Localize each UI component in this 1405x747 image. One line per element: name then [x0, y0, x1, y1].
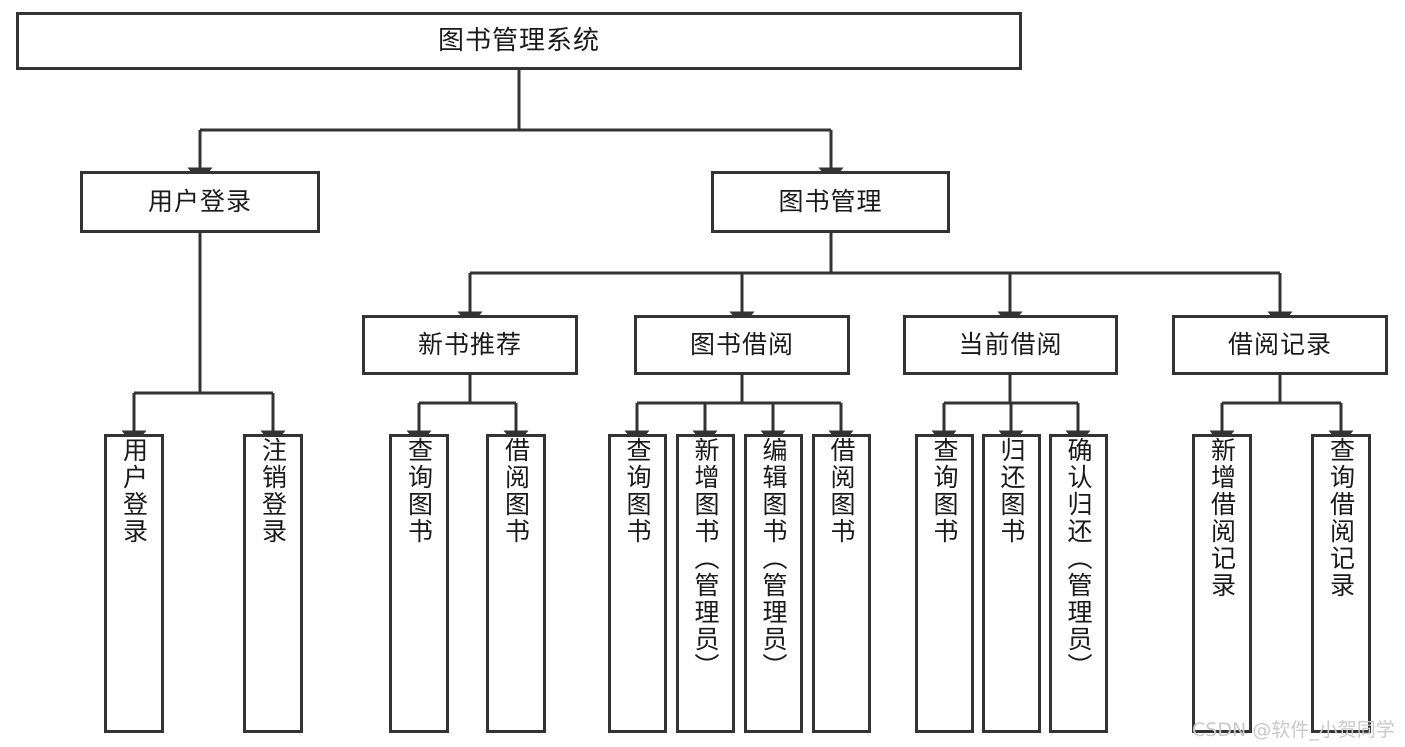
node-root[interactable]: 图书管理系统	[16, 12, 1022, 70]
node-leaf-add-book-admin[interactable]: 新增图书（管理员）	[676, 434, 735, 733]
node-label-leaf-borrow-book-1: 借阅图书	[501, 437, 531, 545]
node-user-login[interactable]: 用户登录	[80, 171, 320, 233]
node-label-user-login: 用户登录	[147, 187, 252, 217]
node-label-leaf-query-borrow-record: 查询借阅记录	[1326, 437, 1356, 599]
node-label-leaf-query-book-1: 查询图书	[404, 437, 434, 545]
node-label-book-borrow: 图书借阅	[689, 330, 794, 360]
node-leaf-borrow-book-2[interactable]: 借阅图书	[812, 434, 871, 733]
node-leaf-user-login[interactable]: 用户登录	[104, 434, 164, 733]
node-label-leaf-borrow-book-2: 借阅图书	[827, 437, 856, 545]
node-leaf-return-book[interactable]: 归还图书	[982, 434, 1041, 733]
node-label-root: 图书管理系统	[437, 25, 600, 56]
node-leaf-edit-book-admin[interactable]: 编辑图书（管理员）	[744, 434, 803, 733]
node-label-leaf-add-borrow-record: 新增借阅记录	[1207, 437, 1237, 599]
node-leaf-query-book-2[interactable]: 查询图书	[608, 434, 667, 733]
node-label-leaf-user-login: 用户登录	[119, 437, 149, 545]
node-label-leaf-confirm-return-admin: 确认归还（管理员）	[1064, 437, 1093, 680]
node-label-leaf-edit-book-admin: 编辑图书（管理员）	[759, 437, 788, 680]
node-current-borrow[interactable]: 当前借阅	[903, 315, 1118, 375]
node-label-borrow-record: 借阅记录	[1227, 330, 1332, 360]
node-label-leaf-add-book-admin: 新增图书（管理员）	[691, 437, 720, 680]
node-borrow-record[interactable]: 借阅记录	[1172, 315, 1388, 375]
node-label-current-borrow: 当前借阅	[958, 330, 1063, 360]
node-label-new-book-recommend: 新书推荐	[417, 330, 522, 360]
node-leaf-confirm-return-admin[interactable]: 确认归还（管理员）	[1049, 434, 1108, 733]
node-leaf-add-borrow-record[interactable]: 新增借阅记录	[1192, 434, 1252, 733]
node-leaf-query-book-1[interactable]: 查询图书	[389, 434, 449, 733]
node-book-borrow[interactable]: 图书借阅	[634, 315, 850, 375]
node-book-manage[interactable]: 图书管理	[711, 171, 950, 233]
node-label-leaf-query-book-2: 查询图书	[623, 437, 652, 545]
node-leaf-borrow-book-1[interactable]: 借阅图书	[486, 434, 546, 733]
node-leaf-logout-login[interactable]: 注销登录	[243, 434, 303, 733]
node-leaf-query-book-3[interactable]: 查询图书	[915, 434, 974, 733]
node-label-leaf-logout-login: 注销登录	[258, 437, 288, 545]
node-label-book-manage: 图书管理	[778, 187, 883, 217]
node-label-leaf-query-book-3: 查询图书	[930, 437, 959, 545]
node-new-book-recommend[interactable]: 新书推荐	[362, 315, 578, 375]
node-label-leaf-return-book: 归还图书	[997, 437, 1026, 545]
node-leaf-query-borrow-record[interactable]: 查询借阅记录	[1311, 434, 1371, 733]
